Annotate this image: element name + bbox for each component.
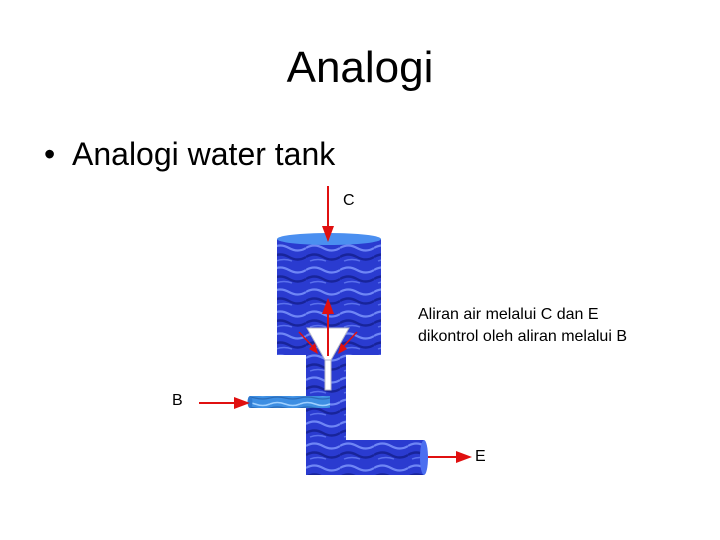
pipe-e-opening xyxy=(420,440,428,475)
label-c: C xyxy=(343,192,355,209)
pipe-b-opening xyxy=(247,396,253,408)
label-e: E xyxy=(475,448,486,465)
flow-arrows xyxy=(199,186,472,463)
bullet-text: Analogi water tank xyxy=(72,136,336,172)
pipe-b-group xyxy=(247,396,330,408)
arrow-funnel-left xyxy=(298,331,318,354)
outlet-pipe xyxy=(306,355,428,475)
pipe-e xyxy=(306,440,424,475)
arrow-funnel-right xyxy=(338,331,358,354)
pipe-b xyxy=(250,396,330,408)
arrow-e xyxy=(428,451,472,463)
arrow-c xyxy=(322,186,334,242)
arrow-b xyxy=(199,397,250,409)
arrow-up-into-tank xyxy=(322,298,334,356)
note-line-2: dikontrol oleh aliran melalui B xyxy=(418,328,627,345)
bullet-item: • Analogi water tank xyxy=(44,134,335,174)
bullet-dot-icon: • xyxy=(44,136,56,172)
slide-title: Analogi xyxy=(286,43,434,92)
label-b: B xyxy=(172,392,183,409)
note-line-1: Aliran air melalui C dan E xyxy=(418,306,599,323)
funnel-stem xyxy=(324,359,332,391)
